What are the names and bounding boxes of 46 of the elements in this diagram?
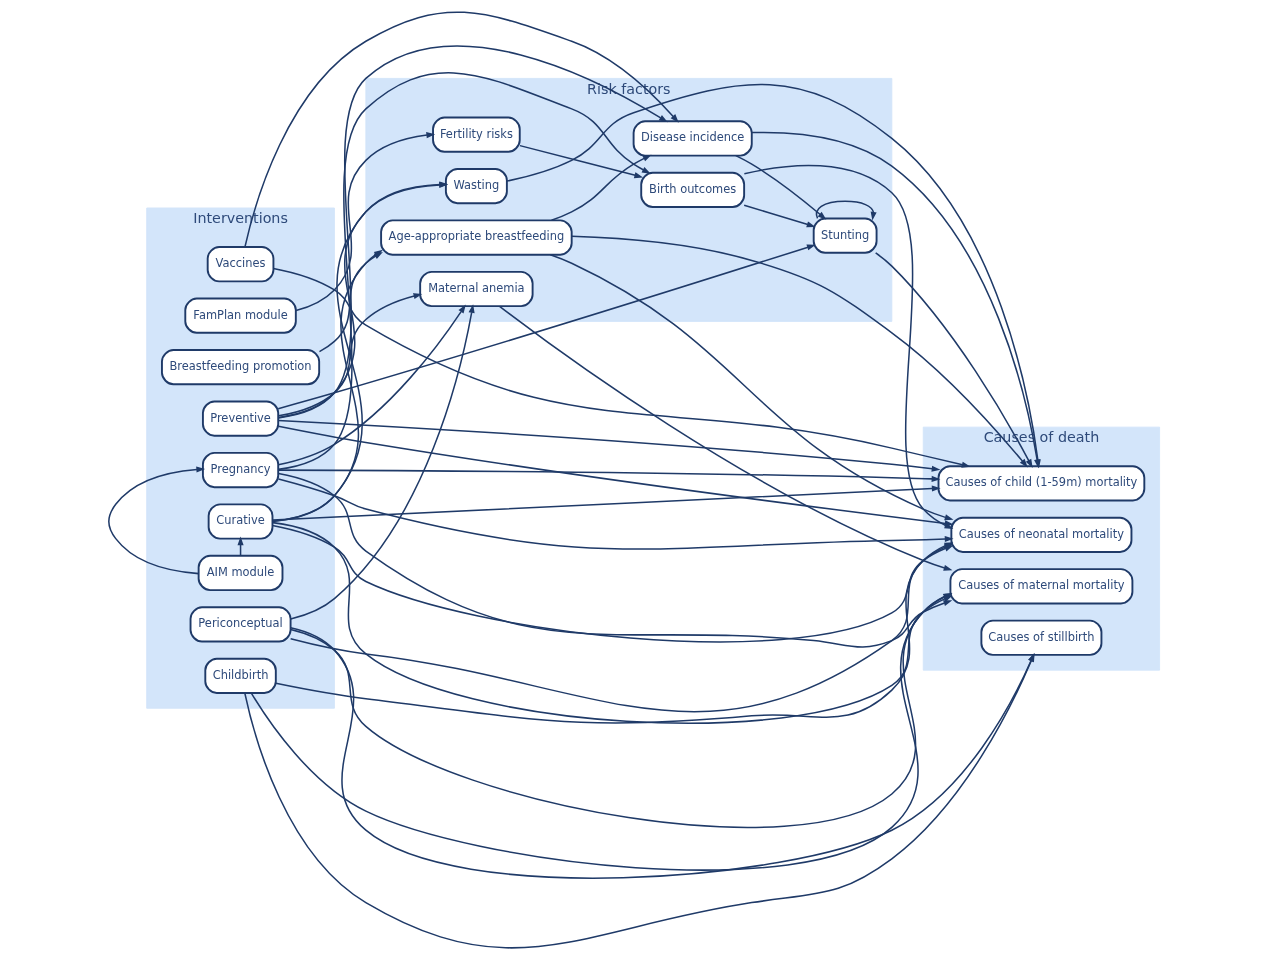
arrow (874, 252, 1033, 468)
arrow (276, 244, 816, 410)
node-box: Periconceptual (189, 606, 292, 643)
node-box: Stunting (812, 217, 878, 254)
node-box: Causes of stillbirth (979, 619, 1102, 656)
arrow (250, 593, 952, 871)
node-box: FamPlan module (183, 297, 297, 334)
arrow (815, 200, 877, 221)
node-box: Curative (207, 503, 273, 540)
arrow (289, 593, 952, 829)
node-box: Maternal anemia (418, 270, 534, 308)
node-box: Birth outcomes (639, 171, 745, 208)
node-box: Age-appropriate breastfeeding (379, 219, 573, 256)
node-box: Preventive (201, 400, 279, 437)
arrow (271, 181, 448, 523)
arrow (549, 253, 953, 521)
node-box: AIM module (197, 554, 283, 592)
arrow (277, 181, 448, 419)
arrow (271, 485, 941, 521)
arrow (277, 45, 668, 419)
arrow (276, 419, 940, 472)
arrow (107, 466, 205, 575)
arrow (289, 304, 475, 620)
arrow (550, 154, 652, 222)
node-box: Vaccines (206, 246, 274, 283)
node-box: Causes of maternal mortality (948, 568, 1133, 605)
arrow (243, 11, 679, 248)
node-box: Causes of neonatal mortality (949, 516, 1132, 553)
node-box: Disease incidence (632, 120, 753, 157)
node-box: Breastfeeding promotion (160, 349, 320, 386)
arrow (243, 652, 1035, 949)
node-box: Childbirth (203, 657, 277, 694)
arrow (277, 72, 651, 471)
arrow (289, 626, 1034, 879)
arrow (570, 235, 1028, 468)
node-box: Pregnancy (201, 451, 279, 489)
node-box: Wasting (444, 168, 508, 205)
arrow (277, 304, 466, 466)
arrow (742, 204, 815, 228)
arrow (518, 144, 643, 179)
arrow (734, 154, 826, 220)
node-box: Causes of child (1-59m) mortality (937, 465, 1145, 502)
arrow (294, 132, 435, 312)
node-box: Fertility risks (431, 116, 521, 153)
arrow (277, 469, 940, 482)
arrow (277, 293, 422, 417)
